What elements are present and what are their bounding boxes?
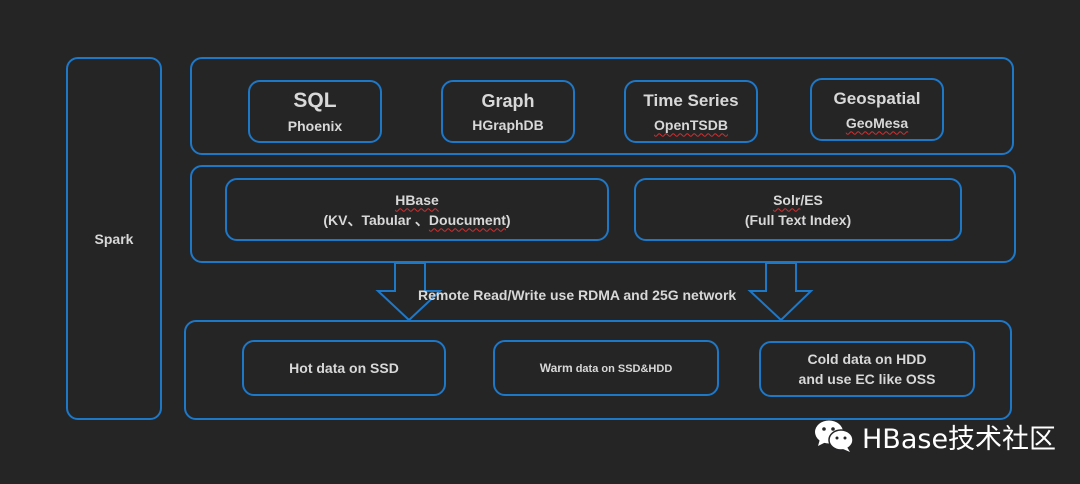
engine-geospatial-subtitle: GeoMesa — [845, 114, 909, 131]
hbase-detail-suffix: ) — [505, 211, 511, 228]
tier-warm: Warm data on SSD&HDD — [493, 340, 719, 396]
storage-layer — [190, 165, 1016, 263]
engines-layer — [190, 57, 1014, 155]
watermark: HBase技术社区 — [814, 418, 1057, 455]
spark-label: Spark — [94, 230, 134, 247]
engine-sql-title: SQL — [293, 88, 337, 112]
solr-box: Solr/ES (Full Text Index) — [634, 178, 962, 241]
tier-warm-b: data on SSD&HDD — [572, 362, 673, 375]
solr-name: Solr/ES — [773, 190, 823, 210]
hbase-box: HBase (KV、Tabular 、Doucument) — [225, 178, 609, 241]
engine-timeseries: Time Series OpenTSDB — [624, 80, 758, 143]
tier-warm-a: Warm — [539, 360, 573, 375]
engine-timeseries-title: Time Series — [643, 90, 739, 110]
network-label: Remote Read/Write use RDMA and 25G netwo… — [418, 287, 737, 303]
tier-hot: Hot data on SSD — [242, 340, 446, 396]
engine-geospatial: Geospatial GeoMesa — [810, 78, 944, 141]
solr-detail: (Full Text Index) — [744, 211, 852, 228]
down-arrow-left — [375, 262, 443, 322]
tier-cold: Cold data on HDD and use EC like OSS — [759, 341, 975, 397]
tier-warm-label: Warm data on SSD&HDD — [540, 358, 673, 379]
tier-cold-line1: Cold data on HDD — [807, 351, 927, 367]
hbase-name: HBase — [395, 191, 439, 208]
engine-graph: Graph HGraphDB — [441, 80, 575, 143]
wechat-icon — [815, 420, 854, 452]
hbase-detail: (KV、Tabular 、Doucument) — [323, 210, 510, 230]
hbase-detail-prefix: (KV、Tabular 、 — [323, 211, 429, 228]
tier-cold-line2: and use EC like OSS — [798, 371, 936, 387]
tier-hot-label: Hot data on SSD — [289, 360, 399, 376]
solr-name-b: /ES — [800, 191, 823, 208]
engine-graph-subtitle: HGraphDB — [472, 116, 544, 133]
engine-graph-title: Graph — [481, 90, 535, 111]
tiers-layer — [184, 320, 1012, 420]
engine-geospatial-title: Geospatial — [833, 88, 921, 108]
spark-box: Spark — [66, 57, 162, 420]
down-arrow-right — [747, 262, 814, 322]
engine-sql-subtitle: Phoenix — [287, 117, 343, 134]
watermark-text: HBase技术社区 — [862, 423, 1057, 455]
hbase-detail-word: Doucument — [428, 211, 506, 228]
engine-sql: SQL Phoenix — [248, 80, 382, 143]
solr-name-a: Solr — [773, 191, 801, 208]
engine-timeseries-subtitle: OpenTSDB — [654, 116, 728, 133]
